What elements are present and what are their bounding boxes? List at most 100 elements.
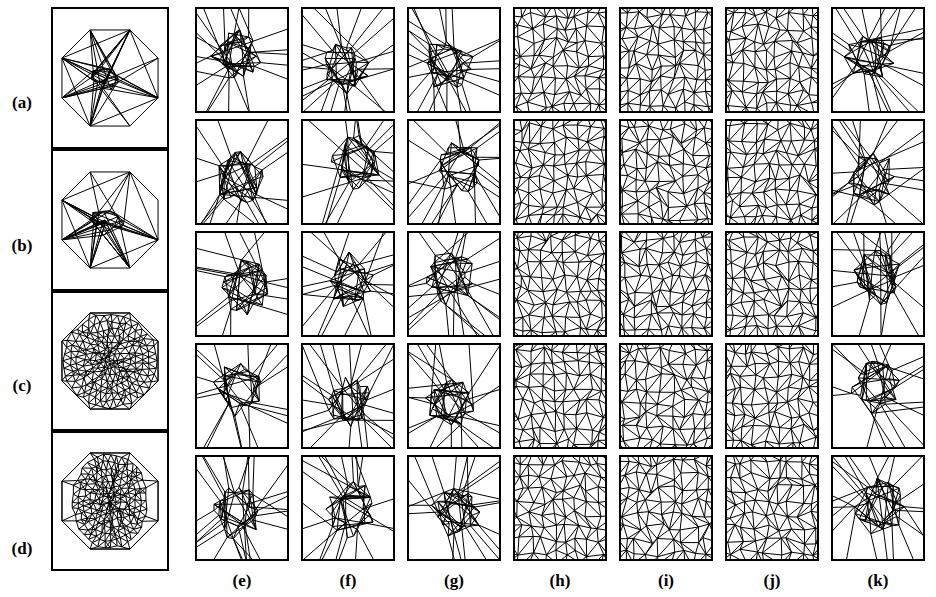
mesh-edge xyxy=(130,381,158,409)
mesh-edge xyxy=(355,38,394,81)
mesh-edge xyxy=(90,453,97,457)
mesh-edge xyxy=(75,378,84,381)
mesh-edge xyxy=(128,475,136,477)
mesh-edge xyxy=(99,464,101,470)
mesh-edge xyxy=(87,375,92,380)
mesh-edge xyxy=(110,364,115,367)
mesh-edge xyxy=(123,359,130,362)
mesh-edge xyxy=(108,328,113,336)
mesh-edge xyxy=(102,497,108,501)
mesh-edge xyxy=(149,357,157,360)
mesh-edge xyxy=(129,313,131,320)
mesh-edge xyxy=(61,481,62,521)
mesh-edge xyxy=(131,479,138,481)
mesh-edge xyxy=(302,80,333,112)
mesh-edge xyxy=(78,496,86,498)
mesh-edge xyxy=(90,409,130,410)
mesh-edge xyxy=(516,102,527,106)
mesh-edge xyxy=(602,27,604,44)
mesh-edge xyxy=(129,341,133,345)
mesh-edge xyxy=(62,172,130,200)
mesh-edge xyxy=(134,516,137,524)
mesh-edge xyxy=(110,546,117,548)
mesh-edge xyxy=(83,506,91,508)
mesh-edge xyxy=(64,368,73,371)
mesh-edge xyxy=(142,354,143,359)
mesh-edge xyxy=(585,41,602,44)
mesh-edge xyxy=(87,483,96,484)
mesh-edge xyxy=(90,452,130,453)
mesh-edge xyxy=(76,357,85,360)
mesh-edge xyxy=(90,213,99,268)
mesh-edge xyxy=(106,358,110,361)
mesh-edge xyxy=(122,220,158,240)
mesh-edge xyxy=(113,526,119,527)
mesh-edge xyxy=(87,459,94,462)
mesh-edge xyxy=(119,517,121,526)
mesh-edge xyxy=(527,92,543,102)
mesh-edge xyxy=(62,82,118,98)
mesh-edge xyxy=(90,312,130,313)
mesh-edge xyxy=(91,534,97,536)
mesh-edge xyxy=(126,371,128,380)
mesh-edge xyxy=(408,8,429,44)
mesh-edge xyxy=(97,337,99,345)
mesh-edge xyxy=(351,8,394,48)
mesh-edge xyxy=(90,325,94,334)
mesh-edge xyxy=(103,329,108,330)
mesh-edge xyxy=(136,473,141,476)
mesh-edge xyxy=(534,43,535,55)
mesh-edge xyxy=(120,495,125,496)
mesh-edge xyxy=(123,404,130,409)
mesh-edge xyxy=(408,8,429,52)
mesh-edge xyxy=(100,322,103,330)
mesh-edge xyxy=(81,468,82,474)
mesh-edge xyxy=(134,369,143,372)
mesh-edge xyxy=(96,494,99,499)
mesh-edge xyxy=(115,496,120,498)
mesh-edge xyxy=(84,388,92,392)
mesh-edge xyxy=(553,38,556,58)
mesh-edge xyxy=(138,516,146,519)
mesh-edge xyxy=(73,371,80,374)
mesh-edge xyxy=(78,506,83,509)
mesh-edge xyxy=(116,464,118,470)
mesh-edge xyxy=(62,480,77,482)
mesh-edge xyxy=(84,534,88,539)
mesh-edge xyxy=(211,34,234,56)
mesh-edge xyxy=(112,322,120,324)
mesh-edge xyxy=(132,472,141,473)
mesh-edge xyxy=(95,359,102,361)
mesh-edge xyxy=(90,333,98,337)
mesh-edge xyxy=(62,453,90,481)
mesh-edge xyxy=(106,482,108,488)
mesh-edge xyxy=(553,50,563,66)
mesh-edge xyxy=(154,346,156,354)
mesh-edge xyxy=(89,319,94,324)
mesh-edge xyxy=(104,336,108,337)
mesh-edge xyxy=(553,66,566,79)
mesh-edge xyxy=(134,484,135,489)
mesh-edge xyxy=(408,58,431,112)
mesh-edge xyxy=(136,386,139,392)
mesh-edge xyxy=(130,510,134,516)
mesh-edge xyxy=(140,386,150,388)
mesh-panel xyxy=(302,8,394,112)
mesh-edge xyxy=(359,78,394,112)
mesh-edge xyxy=(73,485,74,494)
mesh-edge xyxy=(115,495,121,497)
mesh-edge xyxy=(234,8,261,34)
mesh-edge xyxy=(570,92,574,104)
mesh-edge xyxy=(88,529,96,531)
mesh-edge xyxy=(520,8,521,17)
mesh-edge xyxy=(110,509,112,513)
mesh-edge xyxy=(196,56,211,112)
mesh-edge xyxy=(108,336,112,343)
mesh-edge xyxy=(116,456,118,464)
mesh-edge xyxy=(533,29,545,40)
mesh-edge xyxy=(85,478,89,479)
mesh-edge xyxy=(114,482,120,486)
mesh-edge xyxy=(369,8,394,63)
mesh-edge xyxy=(140,511,145,516)
mesh-edge xyxy=(585,76,586,89)
